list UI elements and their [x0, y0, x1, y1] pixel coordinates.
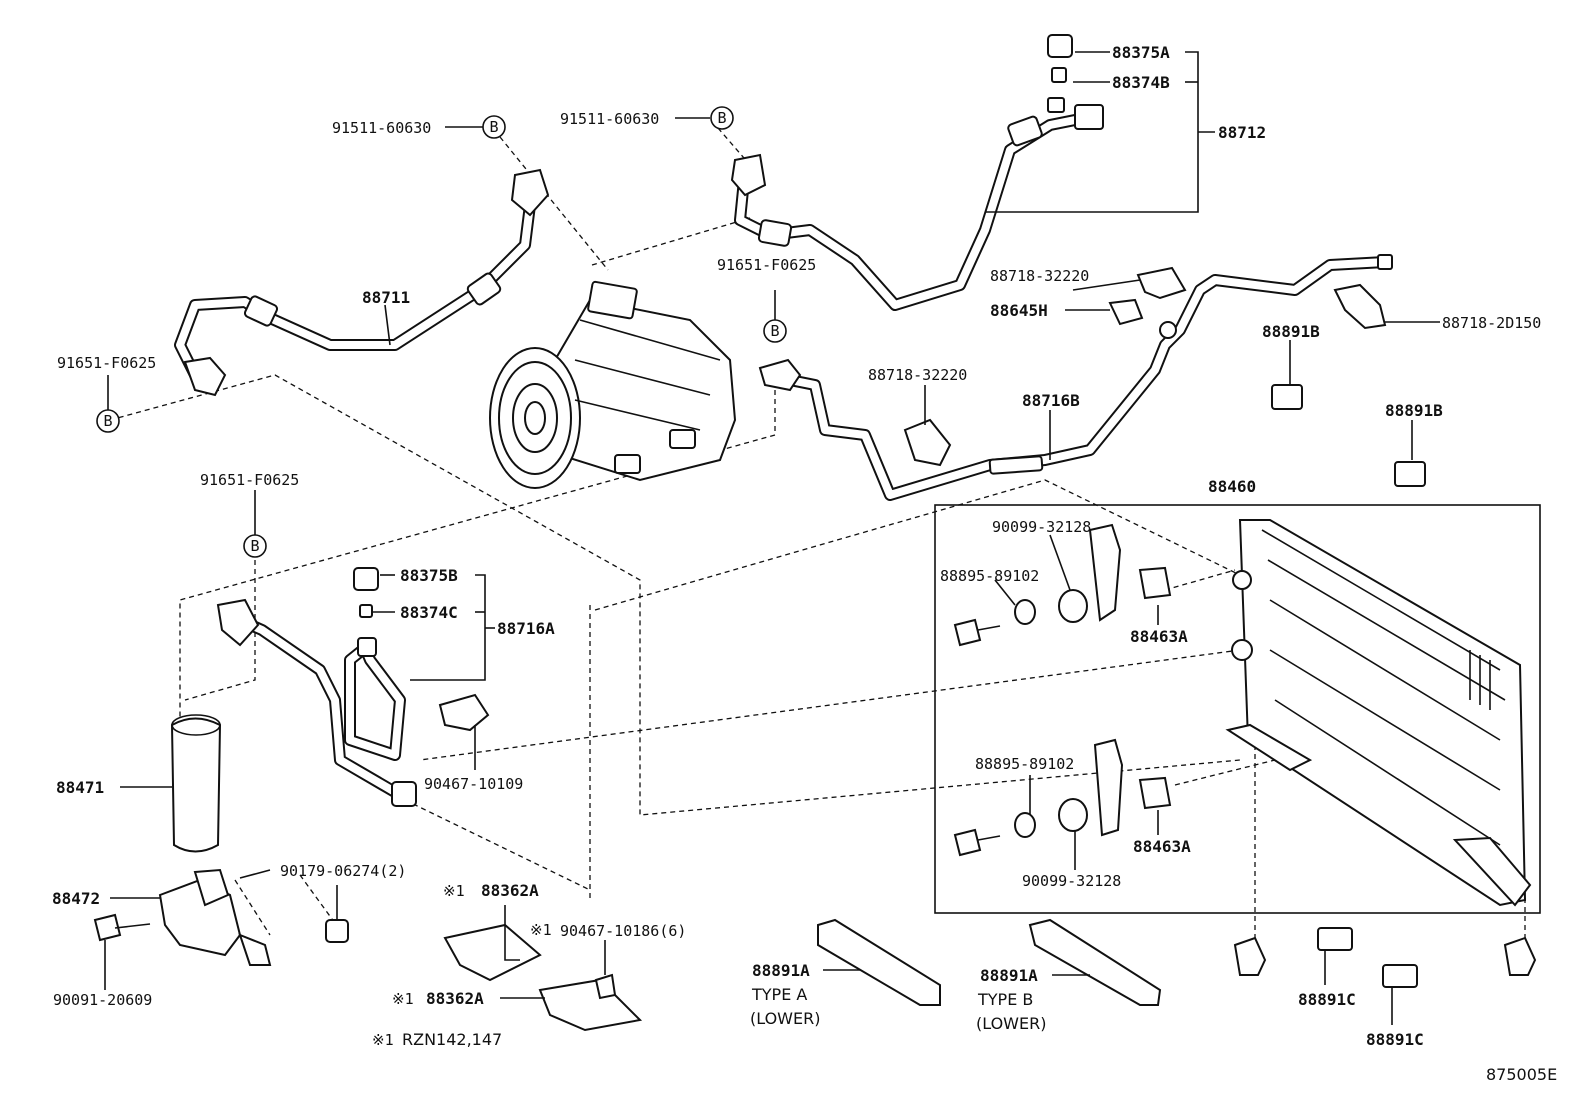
note-mark-2: ※1	[530, 921, 552, 939]
label-88891B-a: 88891B	[1262, 322, 1320, 341]
label-88645H: 88645H	[990, 301, 1048, 320]
label-88374B: 88374B	[1112, 73, 1170, 92]
assembly-dashed-lines	[109, 127, 1526, 950]
note-mark-1: ※1	[443, 882, 465, 900]
footnote-models: RZN142,147	[402, 1030, 502, 1049]
label-88895-89102-top: 88895-89102	[940, 567, 1039, 585]
label-88472: 88472	[52, 889, 100, 908]
label-88891A-b: 88891A	[980, 966, 1038, 985]
label-90091-20609: 90091-20609	[53, 991, 152, 1009]
label-lower-b: (LOWER)	[976, 1014, 1046, 1033]
label-90179-06274: 90179-06274(2)	[280, 862, 406, 880]
label-88362A-top: 88362A	[481, 881, 539, 900]
receiver-88471	[170, 714, 222, 853]
b-marker-3: B	[96, 409, 120, 433]
label-91651-F0625-left: 91651-F0625	[57, 354, 156, 372]
b-marker-4: B	[763, 319, 787, 343]
label-type-b: TYPE B	[977, 990, 1033, 1009]
svg-text:B: B	[103, 412, 112, 430]
b-marker-5: B	[243, 534, 267, 558]
pipe-88716A	[216, 567, 490, 807]
svg-text:B: B	[250, 537, 259, 555]
brackets-88362A	[443, 923, 643, 1032]
label-88463A-bottom: 88463A	[1133, 837, 1191, 856]
label-88716B: 88716B	[1022, 391, 1080, 410]
label-90099-32128-top: 90099-32128	[992, 518, 1091, 536]
label-90467-10186: 90467-10186(6)	[560, 922, 686, 940]
note-mark-3: ※1	[392, 990, 414, 1008]
label-88471: 88471	[56, 778, 104, 797]
leader-lines	[104, 51, 1440, 1025]
svg-text:B: B	[770, 322, 779, 340]
label-88463A-top: 88463A	[1130, 627, 1188, 646]
diagram-id: 875005E	[1486, 1065, 1557, 1084]
label-88716A: 88716A	[497, 619, 555, 638]
label-88891C-a: 88891C	[1298, 990, 1356, 1009]
condenser-group-box	[934, 504, 1541, 914]
svg-text:B: B	[489, 118, 498, 136]
label-91511-60630-right: 91511-60630	[560, 110, 659, 128]
label-88375B: 88375B	[400, 566, 458, 585]
label-88374C: 88374C	[400, 603, 458, 622]
hose-88712	[730, 34, 1104, 311]
compressor	[489, 280, 737, 489]
b-marker-2: B	[710, 106, 734, 130]
pipe-88716B	[758, 254, 1393, 501]
label-88718-32220-mid: 88718-32220	[868, 366, 967, 384]
note-mark-4: ※1	[372, 1031, 394, 1049]
label-90467-10109: 90467-10109	[424, 775, 523, 793]
label-88891A-a: 88891A	[752, 961, 810, 980]
label-88460: 88460	[1208, 477, 1256, 496]
label-88718-32220-top: 88718-32220	[990, 267, 1089, 285]
label-90099-32128-bottom: 90099-32128	[1022, 872, 1121, 890]
label-88891C-b: 88891C	[1366, 1030, 1424, 1049]
label-88895-89102-bottom: 88895-89102	[975, 755, 1074, 773]
bracket-88472	[93, 868, 349, 966]
label-88375A: 88375A	[1112, 43, 1170, 62]
svg-text:B: B	[717, 109, 726, 127]
label-lower-a: (LOWER)	[750, 1009, 820, 1028]
label-88712: 88712	[1218, 123, 1266, 142]
label-91651-F0625-mid: 91651-F0625	[717, 256, 816, 274]
label-type-a: TYPE A	[751, 985, 807, 1004]
label-88711: 88711	[362, 288, 410, 307]
label-88718-2D150: 88718-2D150	[1442, 314, 1541, 332]
seals-and-cushions	[817, 384, 1537, 1006]
label-88891B-b: 88891B	[1385, 401, 1443, 420]
label-88362A-bottom: 88362A	[426, 989, 484, 1008]
b-marker-1: B	[482, 115, 506, 139]
condenser-88460	[953, 519, 1532, 907]
hose-88711	[174, 168, 550, 397]
label-91651-F0625-bottom: 91651-F0625	[200, 471, 299, 489]
label-91511-60630-left: 91511-60630	[332, 119, 431, 137]
